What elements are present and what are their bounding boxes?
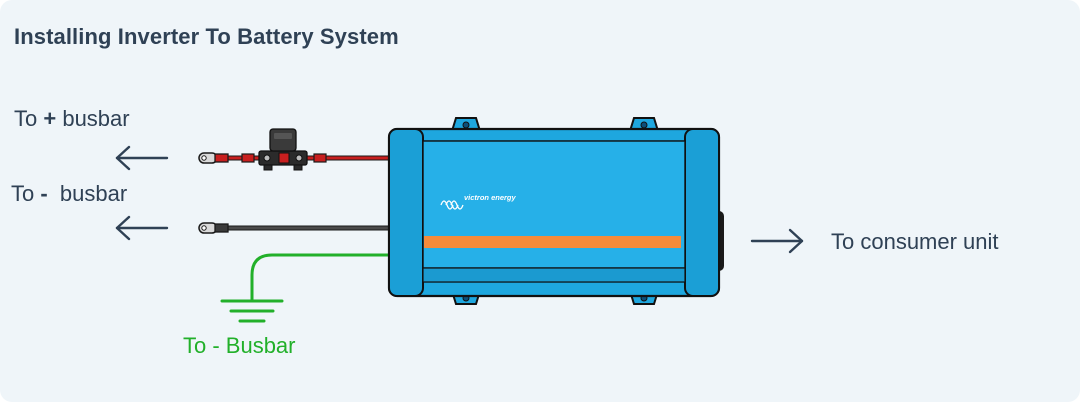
negative-symbol: - <box>40 181 48 206</box>
negative-label-prefix: To <box>11 181 41 206</box>
fuse-holder-icon <box>241 128 327 171</box>
negative-label-suffix: busbar <box>47 181 128 206</box>
ground-symbol-icon <box>220 299 284 323</box>
negative-ring-terminal <box>198 222 229 234</box>
positive-label-prefix: To <box>14 106 44 131</box>
negative-busbar-label: To - busbar <box>11 181 127 207</box>
arrow-right-icon <box>750 228 804 254</box>
arrow-left-icon <box>115 145 169 171</box>
diagram-title: Installing Inverter To Battery System <box>14 24 399 49</box>
positive-label-suffix: busbar <box>56 106 130 131</box>
arrow-left-icon <box>115 215 169 241</box>
consumer-unit-label: To consumer unit <box>831 229 999 254</box>
victron-logo-icon <box>440 200 464 210</box>
positive-symbol: + <box>43 106 57 131</box>
negative-cable <box>198 222 390 234</box>
inverter-device: victron energy <box>387 117 724 305</box>
ground-cable <box>250 253 392 302</box>
ground-busbar-label: To - Busbar <box>183 333 296 358</box>
positive-ring-terminal <box>198 152 229 164</box>
positive-cable <box>198 128 390 171</box>
victron-logo-text: victron energy <box>464 193 517 202</box>
positive-busbar-label: To + busbar <box>14 106 130 132</box>
